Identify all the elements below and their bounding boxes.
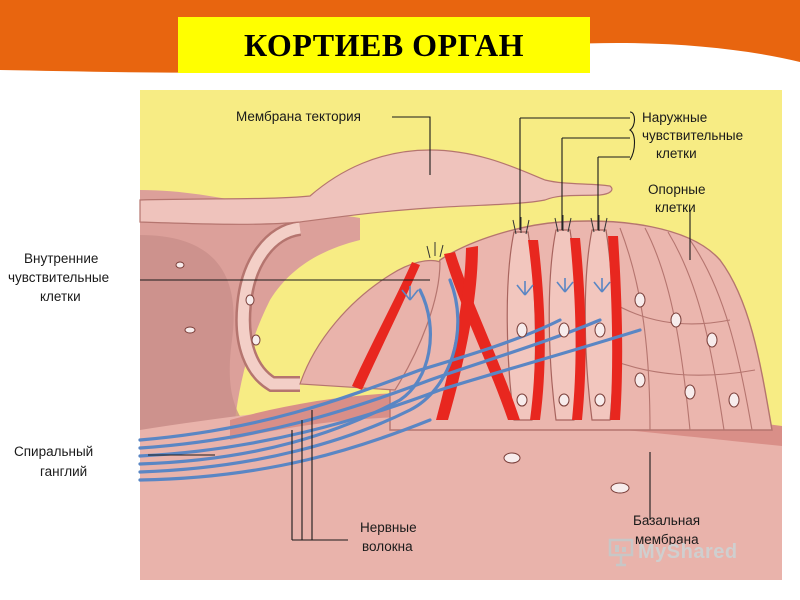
- leader-lines: [140, 111, 691, 541]
- watermark-logo: MyShared: [608, 537, 738, 567]
- stereocilia: [426, 215, 608, 259]
- label-nerve-fibers-2: волокна: [362, 539, 413, 554]
- label-outer-hair-cells-1: Наружные: [642, 110, 707, 125]
- label-supporting-cells-1: Опорные: [648, 182, 706, 197]
- label-basilar-membrane-2: мембрана: [635, 532, 699, 547]
- cell-nuclei: [175, 261, 740, 494]
- lower-tissue: [140, 402, 782, 580]
- label-nerve-fibers-1: Нервные: [360, 520, 417, 535]
- tectorial-membrane: [139, 149, 613, 225]
- label-inner-hair-cells-1: Внутренние: [24, 251, 98, 266]
- watermark-text: MyShared: [638, 540, 738, 563]
- label-spiral-ganglion-2: ганглий: [40, 464, 87, 479]
- label-inner-hair-cells-2: чувствительные: [8, 270, 109, 285]
- limbus-tissue: [140, 235, 250, 470]
- label-spiral-ganglion-1: Спиральный: [14, 444, 93, 459]
- presentation-board-icon: [608, 538, 634, 567]
- label-inner-hair-cells-3: клетки: [40, 289, 81, 304]
- label-supporting-cells-2: клетки: [655, 200, 696, 215]
- title-box: КОРТИЕВ ОРГАН: [178, 17, 590, 73]
- slide-title: КОРТИЕВ ОРГАН: [244, 26, 524, 63]
- pillar-cells: [352, 236, 623, 420]
- label-basilar-membrane-1: Базальная: [633, 513, 700, 528]
- nerve-endings: [401, 278, 611, 301]
- label-tectorial-membrane: Мембрана тектория: [236, 109, 361, 124]
- label-outer-hair-cells-2: чувствительные: [642, 128, 743, 143]
- label-outer-hair-cells-3: клетки: [656, 146, 697, 161]
- nerve-fibers: [138, 278, 642, 482]
